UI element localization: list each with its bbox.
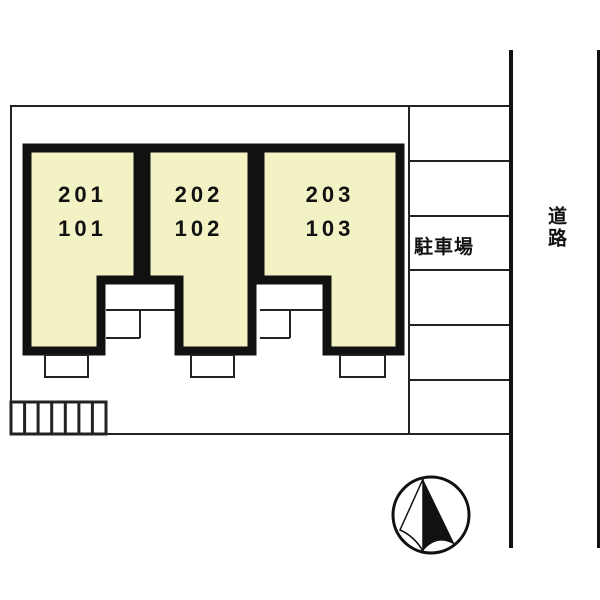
unit-b-upper-label: 202: [174, 182, 224, 207]
building-unit-a: [22, 143, 143, 356]
parking-lot-area: [408, 105, 511, 434]
parking-lot-label: 駐車場: [414, 237, 475, 258]
unit-c-lower-label: 103: [305, 216, 355, 241]
north-needle: [423, 479, 455, 551]
road-label: 道路: [545, 206, 566, 250]
building-unit-c: [255, 143, 405, 356]
courtyard-ab-detail: [106, 309, 175, 339]
north-arrow-icon: [391, 475, 471, 555]
stairs: [9, 400, 108, 436]
building-b-entry-stoop: [190, 354, 235, 378]
building-a-outline: [22, 143, 143, 356]
unit-a-lower-label: 101: [58, 216, 107, 241]
unit-b-labels: 202 102: [146, 178, 252, 246]
unit-b-lower-label: 102: [174, 216, 224, 241]
road-boundary-lines: [509, 50, 600, 548]
building-b-outline: [141, 143, 257, 356]
building-unit-b: [141, 143, 257, 356]
courtyard-bc-detail: [260, 309, 323, 339]
unit-c-labels: 203 103: [260, 178, 400, 246]
building-c-outline: [255, 143, 405, 356]
stair-treads: [23, 402, 94, 434]
unit-c-upper-label: 203: [305, 182, 355, 207]
south-needle: [399, 478, 424, 554]
building-c-entry-stoop: [339, 354, 386, 378]
unit-a-labels: 201 101: [27, 178, 138, 246]
unit-a-upper-label: 201: [58, 182, 107, 207]
building-a-entry-stoop: [44, 354, 89, 378]
